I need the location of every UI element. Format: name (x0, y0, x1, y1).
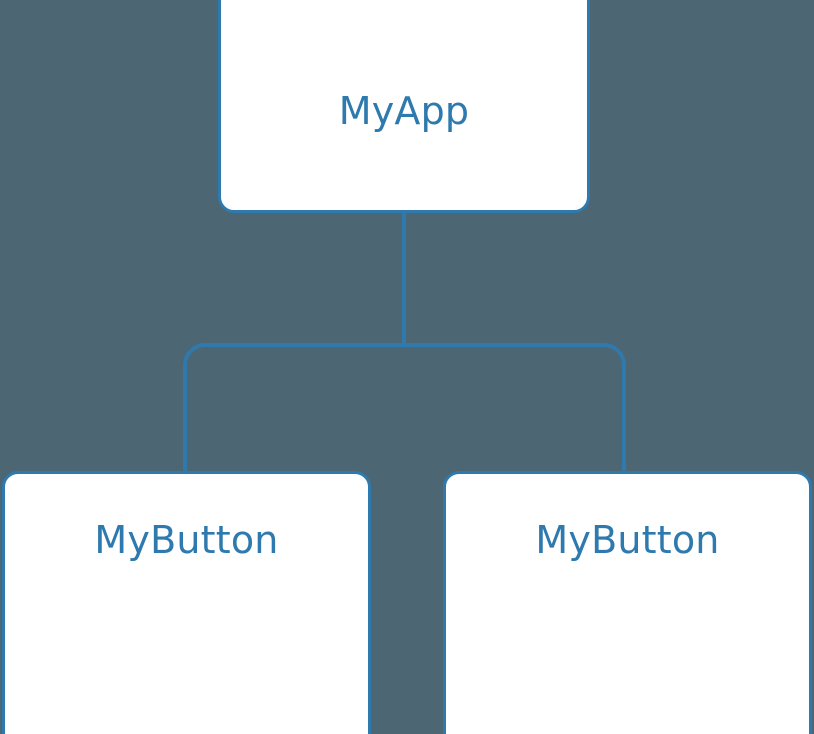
node-mybutton-1-label: MyButton (535, 518, 720, 562)
edge-to-child-0 (183, 343, 406, 476)
edge-to-child-1 (402, 343, 626, 476)
node-mybutton-0[interactable]: MyButton (2, 471, 371, 734)
node-myapp[interactable]: MyApp (218, 0, 590, 213)
node-mybutton-1[interactable]: MyButton (443, 471, 812, 734)
node-mybutton-0-label: MyButton (94, 518, 279, 562)
node-myapp-label: MyApp (338, 89, 470, 133)
